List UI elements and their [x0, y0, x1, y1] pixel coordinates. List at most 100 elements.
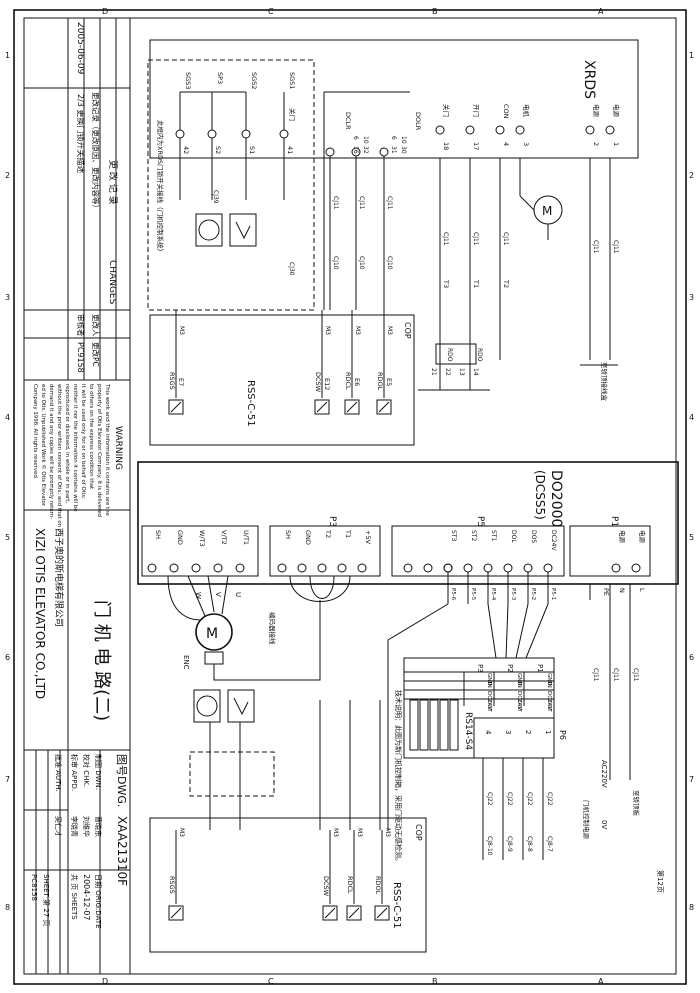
switch-number: 41: [286, 146, 294, 154]
io-signal: RSGS: [168, 876, 176, 894]
auth-number: PC8158: [30, 874, 38, 901]
orig-date: 2004-12-07: [82, 874, 91, 921]
phase-label: V: [214, 592, 222, 597]
rs14-label: RS14-S4: [463, 712, 473, 750]
door-lock-note: 此框内为XRDS门锁开关接线（门机控制系统）: [156, 120, 165, 255]
dolr-number: 10: [400, 136, 407, 144]
p5-wire: P5-3: [510, 588, 516, 601]
motor-pin: SH: [154, 530, 162, 539]
p6-number: 4: [484, 730, 492, 735]
cj22-label: CJ22: [506, 792, 513, 806]
rdo-label: RDO: [446, 348, 453, 362]
svg-text:8: 8: [689, 903, 694, 912]
svg-text:P1: P1: [609, 516, 619, 527]
phase-label: W: [194, 592, 202, 599]
switch-number: 42: [182, 146, 190, 154]
svg-text:4: 4: [5, 413, 10, 422]
p1-pin: 电源: [618, 530, 627, 544]
cj39-label: CJ39: [212, 190, 219, 204]
xrds-terminal-number: 4: [502, 142, 510, 146]
cj30-label: CJ30: [288, 262, 295, 276]
dolr-number: 31: [390, 146, 397, 154]
svg-text:共 页 SHEETS: 共 页 SHEETS: [70, 874, 79, 920]
dwg-number: XAA21310F: [115, 816, 129, 886]
rs14-row: DC24V: [486, 691, 492, 710]
xrds-box: [149, 39, 639, 159]
t-label: T2: [502, 279, 510, 288]
xrds-terminal-label: 关门: [442, 104, 451, 117]
edp-box: [229, 213, 257, 247]
xrds-terminal-number: 17: [472, 142, 480, 150]
row-marker-b: B: [432, 7, 438, 16]
p5-terminal: [543, 563, 553, 573]
svg-text:至轿顶板: 至轿顶板: [632, 790, 641, 817]
io-box: [314, 399, 330, 415]
row-marker-a: A: [598, 7, 604, 16]
io-box: [346, 905, 362, 921]
rdo-label: RDO: [476, 348, 483, 362]
p3-terminal: [297, 563, 307, 573]
warning-line: property of Otis Elevator Company. It is…: [96, 384, 102, 517]
revision-header-en: CHANGES: [107, 260, 117, 305]
ldbp-box: [195, 213, 223, 247]
encoder-symbol: [204, 651, 224, 665]
warning-line: This work and the information it contain…: [104, 383, 110, 517]
xrds-terminal-label: 电机: [522, 104, 531, 118]
svg-text:0V: 0V: [600, 820, 608, 829]
p3-terminal: [337, 563, 347, 573]
p5-terminal: [503, 563, 513, 573]
page-ref: 第12页: [656, 870, 665, 893]
svg-text:更改人: 更改人: [91, 314, 101, 337]
io-signal: DCSW: [322, 876, 330, 897]
revision-header: 更 改 记 录: [107, 160, 119, 205]
svg-text:6: 6: [5, 653, 10, 662]
company-en: XIZI OTIS ELEVATOR CO.,LTD: [33, 528, 47, 699]
cj8-label: CJ8-8: [526, 836, 533, 852]
p1-letter: PE: [602, 588, 610, 596]
motor-pin: V/T2: [220, 530, 228, 545]
p5-pin: DOL: [510, 530, 517, 543]
p3-terminal: [357, 563, 367, 573]
switch-number: S1: [248, 146, 256, 154]
xrds-terminal: [465, 125, 475, 135]
svg-text:2: 2: [689, 171, 694, 180]
io-box: [168, 905, 184, 921]
cj8-label: CJ8-10: [486, 836, 493, 856]
m3-label: M3: [384, 828, 391, 837]
p1-connector: [569, 525, 651, 577]
p5-pin: ST2: [470, 530, 477, 541]
rs14-row: GND: [486, 673, 492, 686]
revision-col-cn: 更改记录（更改原因、更改内容等）: [91, 92, 101, 212]
m3-label: M3: [178, 828, 185, 837]
xrds-terminal: [605, 125, 615, 135]
svg-text:审核者: 审核者: [76, 314, 86, 337]
p6-number: 3: [504, 730, 512, 734]
svg-text:刘维华: 刘维华: [82, 816, 91, 837]
t-label: T1: [472, 279, 480, 288]
xrds-terminal-number: 2: [592, 142, 600, 146]
m3-label: M3: [178, 326, 185, 335]
company-cn: 西子奥的斯电梯有限公司: [53, 528, 65, 627]
cj11-label: CJ11: [502, 232, 509, 246]
m3-label: M3: [386, 326, 393, 335]
xrds-terminal-number: 3: [522, 142, 530, 146]
p5-pin: ST3: [450, 530, 457, 541]
sheet-number: SHEET 第 27 页: [42, 874, 51, 926]
warning-line: demand it and any copies will be promptl…: [48, 384, 54, 519]
zone-markers: 1 2 3 4 5 6 7 8 1 2 3 4 5 6 7 8: [5, 51, 694, 912]
rs14-row: GND: [516, 673, 522, 686]
p5-wire: P5-6: [450, 588, 456, 601]
svg-text:B: B: [432, 977, 438, 986]
cj8-label: CJ8-9: [506, 836, 513, 852]
p5-pin: DOS: [530, 530, 537, 543]
p5-terminal: [483, 563, 493, 573]
do2000-label: DO2000: [548, 470, 564, 527]
p5-pin: ST1: [490, 530, 497, 541]
m3-label: M3: [354, 326, 361, 335]
p3-pin: +5V: [364, 530, 372, 545]
technical-note: 技术说明：此图为新门机控制箱，采用门驱动无感检测。 第12页: [394, 690, 665, 893]
svg-text:曹晓东: 曹晓东: [94, 816, 103, 837]
dclr-number: 10: [362, 136, 369, 144]
